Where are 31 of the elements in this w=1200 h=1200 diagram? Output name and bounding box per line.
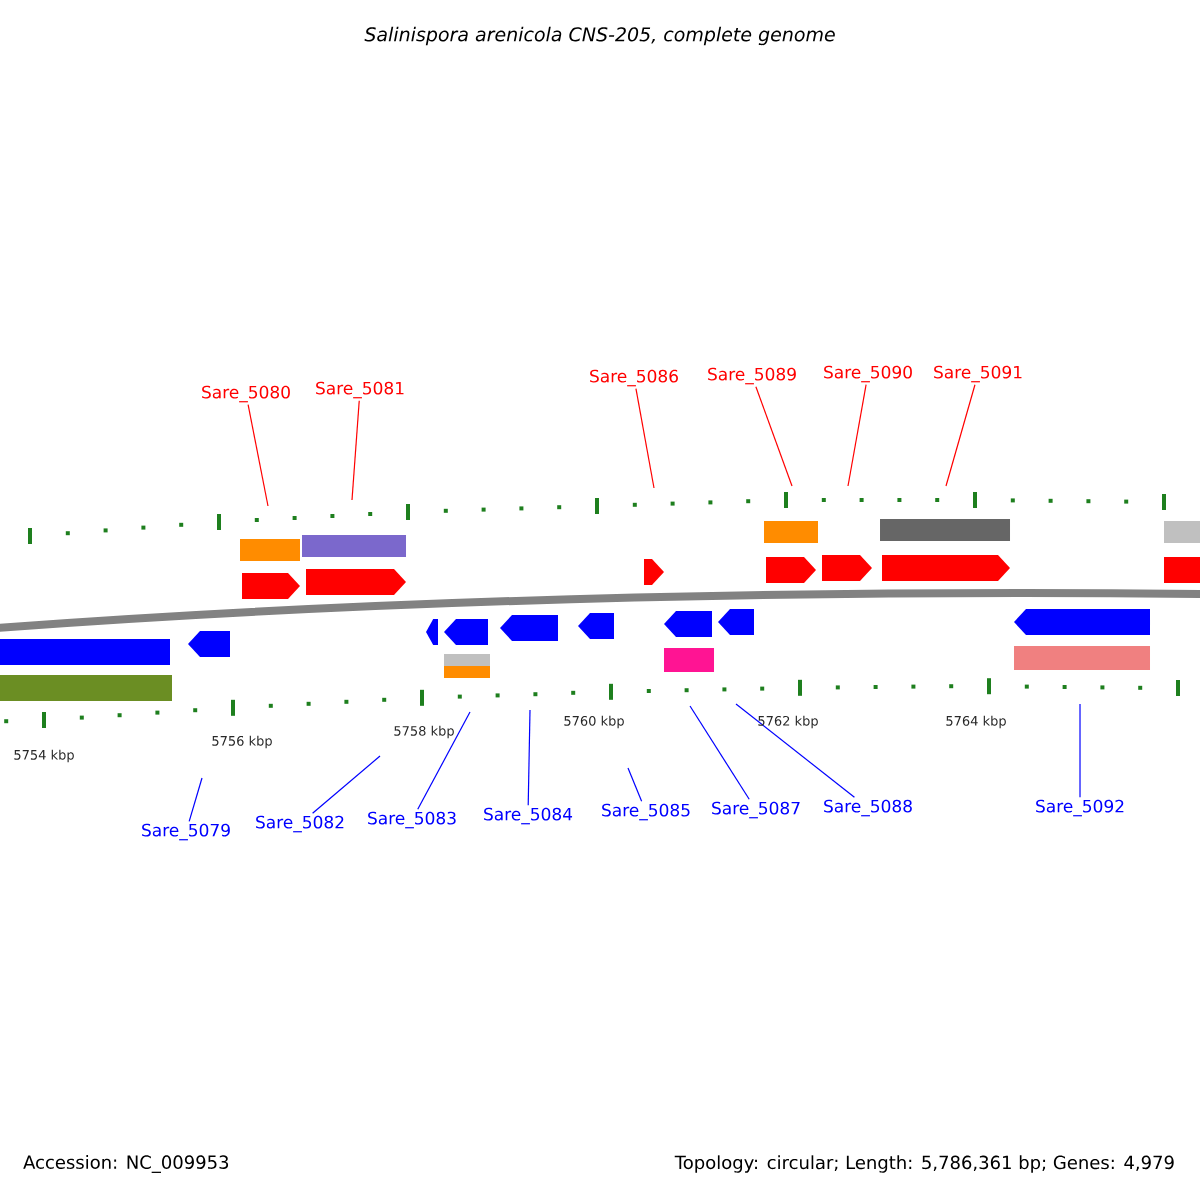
leader-line: [188, 777, 203, 822]
leader-line: [635, 388, 655, 489]
gene-label: Sare_5085: [602, 803, 690, 821]
gene-label: Sare_5081: [316, 381, 404, 399]
leader-line: [527, 709, 531, 806]
gene-label: Sare_5090: [824, 365, 912, 383]
leader-line: [627, 767, 643, 802]
gene-label: Sare_5091: [934, 365, 1022, 383]
leader-line: [735, 703, 855, 798]
leader-line: [417, 711, 471, 810]
gene-label: Sare_5087: [712, 801, 800, 819]
gene-label: Sare_5082: [256, 815, 344, 833]
title: Salinispora arenicola CNS-205, complete genome: [364, 26, 835, 46]
gene-label: Sare_5084: [484, 807, 573, 825]
gene-label: Sare_5092: [1036, 799, 1124, 817]
gene-label: Sare_5086: [590, 369, 678, 387]
gene-label: Sare_5080: [202, 385, 290, 403]
gene-label: Sare_5079: [142, 823, 230, 841]
gene-label: Sare_5088: [824, 799, 912, 817]
leader-line: [755, 386, 793, 487]
accession-text: Accession: NC_009953: [23, 1155, 229, 1173]
gene-label: Sare_5089: [708, 367, 796, 385]
gene-label: Sare_5083: [368, 811, 456, 829]
leader-line: [247, 404, 269, 507]
leader-line: [351, 400, 360, 501]
leader-line: [945, 384, 976, 487]
leader-line: [689, 705, 750, 800]
leader-line: [1079, 703, 1081, 798]
genome-summary-text: Topology: circular; Length: 5,786,361 bp; Genes: 4,979: [674, 1155, 1174, 1173]
leader-line: [312, 755, 381, 814]
leader-line: [847, 384, 867, 487]
